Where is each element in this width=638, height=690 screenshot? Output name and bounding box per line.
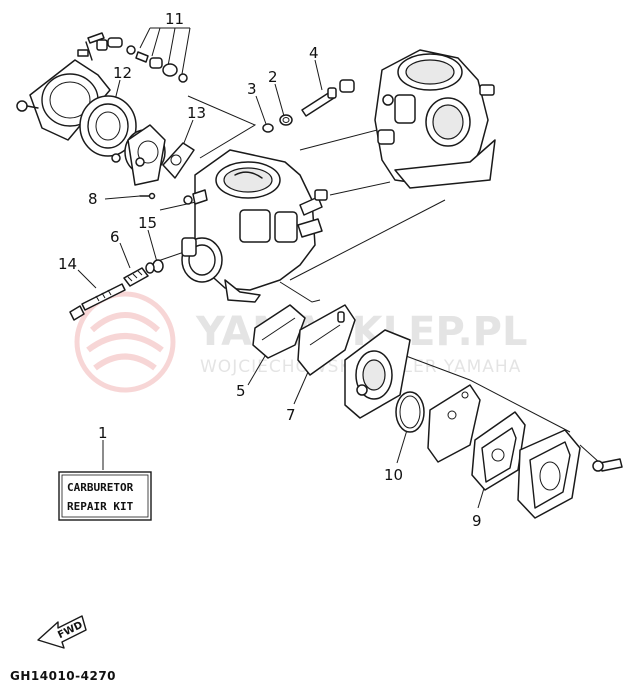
diagram-code: GH14010-4270 xyxy=(10,669,116,683)
callout-8: 8 xyxy=(88,190,98,208)
callout-7: 7 xyxy=(286,406,296,424)
part-9-gasket[interactable] xyxy=(471,411,526,491)
cover-plate[interactable] xyxy=(16,59,111,141)
callout-6: 6 xyxy=(110,228,120,246)
watermark-logo-icon xyxy=(74,291,176,393)
callout-10: 10 xyxy=(384,466,403,484)
callout-15: 15 xyxy=(138,214,157,232)
pump-cover[interactable] xyxy=(344,329,411,419)
callout-labels: 11 12 13 3 2 4 8 15 6 14 5 7 10 9 1 xyxy=(58,10,482,530)
repair-kit-label[interactable]: CARBURETOR REPAIR KIT xyxy=(58,471,152,521)
part-7-gasket[interactable] xyxy=(297,304,356,376)
callout-11: 11 xyxy=(165,10,184,28)
part-2-spring[interactable] xyxy=(279,114,293,126)
part-14-adjusting-screw[interactable] xyxy=(69,283,126,321)
part-13-gasket[interactable] xyxy=(162,142,195,179)
part-6-spring[interactable] xyxy=(123,262,155,287)
repair-kit-line1: CARBURETOR xyxy=(67,481,134,494)
pump-body[interactable] xyxy=(124,124,166,186)
rear-cover-plate[interactable] xyxy=(517,429,623,519)
part-4-needle-valve[interactable] xyxy=(301,87,337,117)
carburetor-main-body[interactable] xyxy=(181,149,328,303)
leader-lines xyxy=(77,27,601,509)
callout-13: 13 xyxy=(187,104,206,122)
callout-2: 2 xyxy=(268,68,278,86)
repair-kit-line2: REPAIR KIT xyxy=(67,500,134,513)
part-8-pin[interactable] xyxy=(139,192,156,200)
part-11-screws[interactable] xyxy=(77,32,188,83)
callout-3: 3 xyxy=(247,80,257,98)
carburetor-rear-body[interactable] xyxy=(339,49,496,189)
part-10-o-ring[interactable] xyxy=(395,391,425,433)
part-15-o-ring[interactable] xyxy=(152,259,164,273)
callout-5: 5 xyxy=(236,382,246,400)
diaphragm-plate[interactable] xyxy=(427,384,481,463)
part-3-o-ring[interactable] xyxy=(262,123,274,133)
part-12-diaphragm[interactable] xyxy=(79,95,137,163)
callout-12: 12 xyxy=(113,64,132,82)
callout-14: 14 xyxy=(58,255,77,273)
callout-1: 1 xyxy=(98,424,108,442)
callout-9: 9 xyxy=(472,512,482,530)
part-5-filter[interactable] xyxy=(252,304,306,359)
fwd-arrow-icon: FWD xyxy=(37,615,87,649)
callout-4: 4 xyxy=(309,44,319,62)
